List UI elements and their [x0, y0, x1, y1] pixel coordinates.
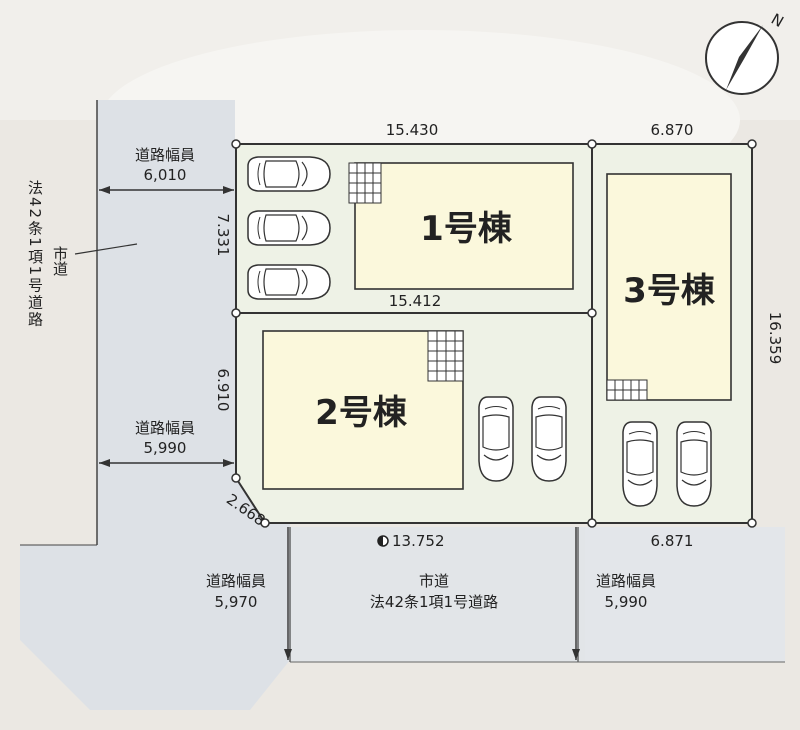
- south-road-right: [585, 527, 785, 662]
- building-3-label: 3号棟: [623, 271, 716, 311]
- survey-point: [747, 139, 757, 149]
- west-width-mid-value: 5,990: [144, 439, 187, 457]
- dim-lot3-bottom: 6.871: [651, 532, 694, 550]
- west-road-upper: [97, 100, 235, 468]
- survey-point: [231, 308, 241, 318]
- deck-1: [348, 162, 382, 204]
- car: [676, 421, 712, 507]
- compass-needle-icon: [726, 25, 763, 90]
- west-road-city: 市道: [51, 246, 69, 276]
- west-road-name-vertical: 法42条1項1号道路: [26, 180, 44, 328]
- survey-points: [231, 139, 757, 528]
- south-road-city: 市道: [419, 572, 449, 590]
- bottom-left-width-title: 道路幅員: [206, 572, 266, 590]
- building-2-label: 2号棟: [315, 393, 408, 433]
- half-circle-fill: [378, 536, 383, 546]
- survey-point: [587, 518, 597, 528]
- survey-point: [231, 139, 241, 149]
- dim-lot2-left: 6.910: [214, 369, 232, 412]
- deck-3: [606, 379, 648, 401]
- dim-lot1-left: 7.331: [214, 214, 232, 257]
- road-dimension-lines: [74, 186, 580, 660]
- survey-point: [587, 139, 597, 149]
- building-labels: 1号棟 2号棟 3号棟: [315, 209, 716, 433]
- south-road-center: [290, 527, 585, 662]
- road-labels: 道路幅員 6,010 道路幅員 5,990 道路幅員 5,970 道路幅員 5,…: [26, 146, 656, 611]
- deck-2: [427, 330, 464, 382]
- car: [478, 396, 514, 482]
- dim-top-lot3: 6.870: [651, 121, 694, 139]
- car: [247, 264, 331, 300]
- west-road-lower: [20, 468, 290, 710]
- bottom-right-width-value: 5,990: [605, 593, 648, 611]
- south-road-name: 法42条1項1号道路: [370, 593, 498, 611]
- dim-south-frontage: 13.752: [392, 532, 445, 550]
- building-1-label: 1号棟: [420, 209, 513, 249]
- west-width-mid-title: 道路幅員: [135, 419, 195, 437]
- car: [247, 210, 331, 246]
- car: [531, 396, 567, 482]
- car: [247, 156, 331, 192]
- survey-point: [747, 518, 757, 528]
- survey-point: [587, 308, 597, 318]
- dim-lot1-bottom: 15.412: [389, 292, 442, 310]
- survey-point: [231, 473, 241, 483]
- car: [622, 421, 658, 507]
- south-frontage: 13.752: [377, 532, 445, 550]
- bottom-left-width-value: 5,970: [215, 593, 258, 611]
- house-3: [606, 173, 732, 401]
- west-width-top-value: 6,010: [144, 166, 187, 184]
- road-leader-line: [74, 243, 138, 255]
- survey-point: [260, 518, 270, 528]
- house-1: [354, 162, 574, 290]
- west-width-top-title: 道路幅員: [135, 146, 195, 164]
- dim-lot3-right: 16.359: [766, 312, 784, 365]
- roads: [20, 100, 785, 710]
- decks: [348, 162, 648, 401]
- dim-top-lot1: 15.430: [386, 121, 439, 139]
- bottom-right-width-title: 道路幅員: [596, 572, 656, 590]
